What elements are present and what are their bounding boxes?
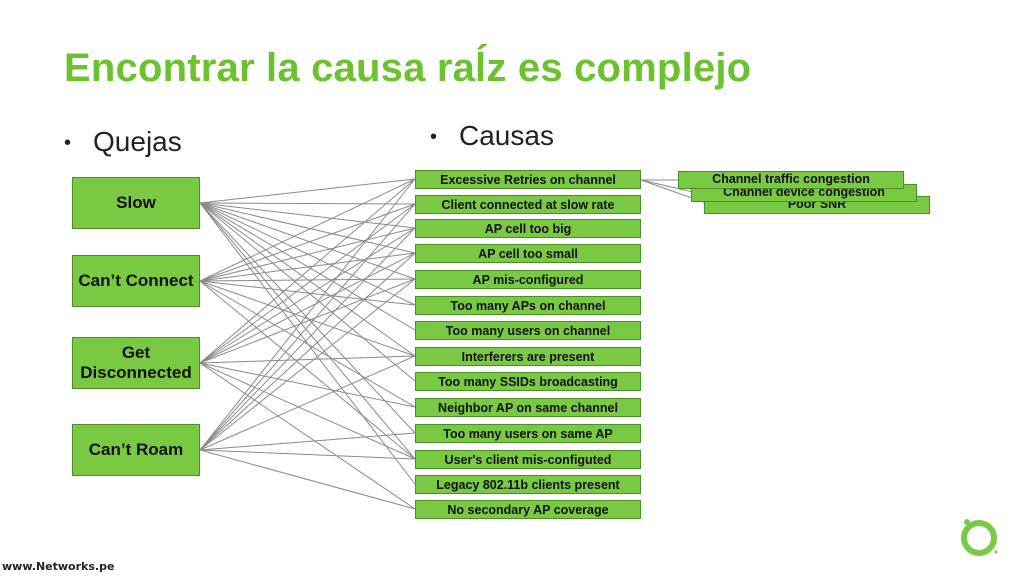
subcause-connector-line — [640, 179, 694, 193]
connector-line — [199, 280, 416, 306]
bullet-dot-icon: • — [64, 132, 72, 155]
cause-too-many-users-ap: Too many users on same AP — [415, 424, 641, 443]
cause-ap-misconfigured: AP mis-configured — [415, 270, 641, 289]
connector-line — [199, 278, 416, 451]
connector-line — [199, 362, 416, 408]
connector-line — [199, 227, 416, 451]
connector-line — [199, 280, 416, 357]
bullet-causas-label: Causas — [459, 120, 554, 151]
complaint-get-disconnected: Get Disconnected — [72, 337, 200, 389]
complaint-slow: Slow — [72, 177, 200, 229]
connector-line — [199, 202, 416, 460]
connector-line — [199, 203, 416, 451]
cause-client-slow-rate: Client connected at slow rate — [415, 195, 641, 214]
cause-too-many-aps: Too many APs on channel — [415, 296, 641, 315]
connector-line — [199, 178, 416, 204]
bullet-dot-icon: • — [430, 126, 438, 149]
connector-line — [199, 280, 416, 408]
connector-line — [199, 252, 416, 364]
cause-too-many-ssids: Too many SSIDs broadcasting — [415, 372, 641, 391]
connector-line — [199, 449, 416, 510]
cause-legacy-clients: Legacy 802.11b clients present — [415, 475, 641, 494]
connector-line — [199, 278, 416, 364]
connector-line — [199, 449, 416, 460]
cause-ap-cell-too-small: AP cell too small — [415, 244, 641, 263]
connector-line — [199, 203, 416, 364]
connector-line — [199, 202, 416, 382]
connector-line — [199, 362, 416, 510]
connector-line — [199, 202, 416, 205]
connector-line — [199, 178, 416, 451]
slide-title: Encontrar la causa raĺz es complejo — [64, 46, 752, 90]
connector-line — [199, 252, 416, 451]
cause-ap-cell-too-big: AP cell too big — [415, 219, 641, 238]
cause-client-misconfigured: User's client mis-configuted — [415, 450, 641, 469]
cause-no-secondary-ap: No secondary AP coverage — [415, 500, 641, 519]
connector-line — [199, 227, 416, 364]
connector-line — [199, 178, 416, 364]
bullet-causas: • Causas — [430, 120, 554, 152]
connector-line — [199, 432, 416, 451]
company-logo-icon — [961, 519, 998, 556]
connector-line — [199, 252, 416, 282]
connector-line — [199, 203, 416, 282]
connector-line — [199, 280, 416, 460]
connector-line — [199, 362, 416, 460]
connector-line — [199, 178, 416, 282]
complaint-cant-connect: Can’t Connect — [72, 255, 200, 307]
connector-line — [199, 278, 416, 282]
connector-line — [199, 355, 416, 451]
cause-neighbor-ap: Neighbor AP on same channel — [415, 398, 641, 417]
complaint-cant-roam: Can’t Roam — [72, 424, 200, 476]
footer-url: www.Networks.pe — [2, 560, 115, 573]
cause-too-many-users-channel: Too many users on channel — [415, 321, 641, 340]
bullet-quejas: • Quejas — [64, 126, 182, 158]
subcause-channel-traffic-congestion: Channel traffic congestion — [678, 171, 904, 189]
connector-line — [199, 227, 416, 282]
bullet-quejas-label: Quejas — [93, 126, 182, 157]
connector-line — [199, 355, 416, 364]
connector-line — [199, 202, 416, 280]
cause-interferers: Interferers are present — [415, 347, 641, 366]
cause-excessive-retries: Excessive Retries on channel — [415, 170, 641, 189]
